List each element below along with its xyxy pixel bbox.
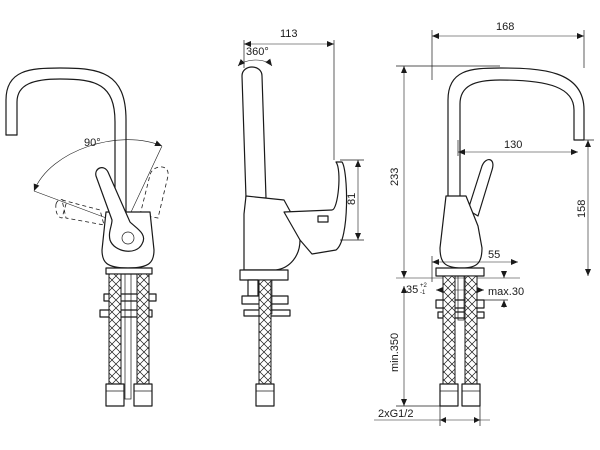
total-height-label: 233 <box>389 168 401 186</box>
side-depth-label: 113 <box>280 28 298 40</box>
body-depth-label: 55 <box>488 249 500 261</box>
lever-angle-label: 90° <box>84 137 101 149</box>
connection-label: 2xG1/2 <box>378 408 413 420</box>
front-base <box>105 267 153 275</box>
lever-ghost-right <box>139 166 169 219</box>
side-base <box>239 269 289 281</box>
max-deck-label: max.30 <box>488 286 524 298</box>
right-base <box>435 267 485 277</box>
right-view: 168 130 233 158 55 35 +2 -1 max.30 <box>374 21 594 426</box>
side-lever-height-label: 81 <box>346 193 358 205</box>
swivel-angle-label: 360° <box>246 46 269 58</box>
right-spout <box>447 67 585 197</box>
side-lever <box>283 161 348 255</box>
hole-min-label: 35 <box>406 284 418 296</box>
side-view: 113 360° 81 <box>237 28 364 407</box>
lever-angle-arc <box>33 139 163 192</box>
front-spout <box>5 67 127 221</box>
side-spout <box>241 66 267 199</box>
hose-min-label: min.350 <box>389 333 401 372</box>
side-body <box>243 195 301 271</box>
front-view: 90° <box>5 67 169 407</box>
spout-height-label: 158 <box>576 200 588 218</box>
front-lever <box>95 167 145 252</box>
hole-tol-plus: +2 <box>420 283 428 289</box>
lever-ghost-left <box>55 199 105 226</box>
spout-reach-label: 130 <box>504 139 522 151</box>
hole-tol-minus: -1 <box>420 290 426 296</box>
right-lever <box>467 159 494 217</box>
total-depth-label: 168 <box>496 21 514 33</box>
